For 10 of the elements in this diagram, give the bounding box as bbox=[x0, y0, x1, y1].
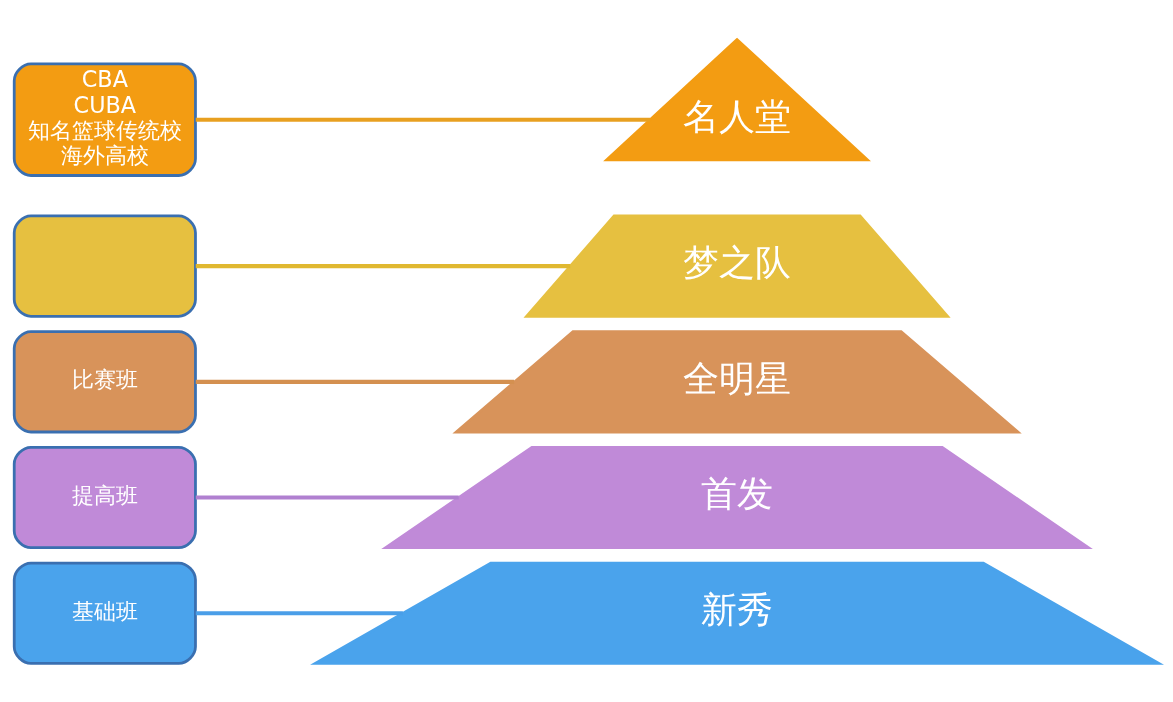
connector bbox=[195, 117, 650, 122]
connector bbox=[195, 610, 403, 615]
node-box: 比赛班 bbox=[12, 329, 197, 433]
node-box: 基础班 bbox=[12, 561, 197, 665]
connector bbox=[195, 263, 571, 268]
node-box: CBA CUBA 知名篮球传统校 海外高校 bbox=[12, 62, 197, 177]
node-box: 提高班 bbox=[12, 445, 197, 549]
node-box bbox=[12, 214, 197, 318]
connector bbox=[195, 494, 459, 500]
connector bbox=[195, 379, 515, 384]
